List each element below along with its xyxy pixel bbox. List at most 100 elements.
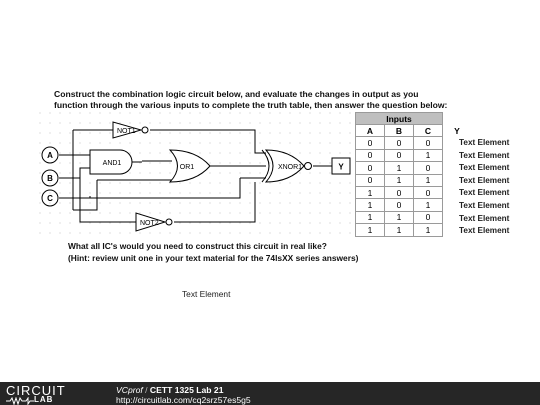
- question-line-1: What all IC's would you need to construc…: [68, 241, 327, 251]
- truth-table-cell: 1: [413, 223, 443, 237]
- grid-dot: [249, 202, 251, 204]
- grid-dot: [239, 232, 241, 234]
- truth-table-cell: 0: [384, 148, 414, 163]
- circuit-url[interactable]: http://circuitlab.com/cq2srz57es5g5: [116, 395, 251, 405]
- grid-dot: [209, 212, 211, 214]
- grid-dot: [169, 182, 171, 184]
- truth-table-cell: 1: [384, 161, 414, 175]
- grid-dot: [39, 182, 41, 184]
- grid-dot: [319, 182, 321, 184]
- grid-dot: [99, 112, 101, 114]
- grid-dot: [239, 152, 241, 154]
- text-element-item: Text Element: [459, 138, 510, 147]
- grid-dot: [79, 222, 81, 224]
- truth-table-cell: 0: [413, 210, 443, 225]
- grid-dot: [259, 122, 261, 124]
- grid-dot: [89, 222, 91, 224]
- grid-dot: [349, 182, 351, 184]
- grid-dot: [129, 212, 131, 214]
- grid-dot: [89, 192, 91, 194]
- grid-dot: [329, 212, 331, 214]
- truth-table-header-b: B: [384, 123, 414, 138]
- grid-dot: [119, 212, 121, 214]
- grid-dot: [139, 142, 141, 144]
- grid-dot: [69, 132, 71, 134]
- grid-dot: [99, 222, 101, 224]
- grid-dot: [309, 202, 311, 204]
- grid-dot: [229, 202, 231, 204]
- grid-dot: [219, 162, 221, 164]
- grid-dot: [299, 212, 301, 214]
- grid-dot: [269, 162, 271, 164]
- grid-dot: [219, 132, 221, 134]
- grid-dot: [189, 122, 191, 124]
- grid-dot: [49, 202, 51, 204]
- grid-dot: [89, 112, 91, 114]
- grid-dot: [229, 232, 231, 234]
- grid-dot: [189, 222, 191, 224]
- grid-dot: [99, 212, 101, 214]
- grid-dot: [199, 202, 201, 204]
- grid-dot: [169, 122, 171, 124]
- not1-gate: [112, 121, 149, 139]
- truth-table-header-c: C: [413, 123, 443, 138]
- grid-dot: [219, 212, 221, 214]
- grid-dot: [329, 202, 331, 204]
- free-text-element: Text Element: [182, 289, 231, 299]
- not2-label: NOT2: [140, 220, 159, 227]
- grid-dot: [69, 112, 71, 114]
- grid-dot: [309, 222, 311, 224]
- grid-dot: [249, 142, 251, 144]
- grid-dot: [129, 152, 131, 154]
- author-link[interactable]: VCprof: [116, 385, 143, 395]
- grid-dot: [209, 122, 211, 124]
- grid-dot: [279, 142, 281, 144]
- grid-dot: [209, 142, 211, 144]
- grid-dot: [89, 212, 91, 214]
- grid-dot: [149, 132, 151, 134]
- logo-waveform-icon: [6, 397, 34, 405]
- grid-dot: [279, 222, 281, 224]
- input-label-a: A: [47, 151, 53, 160]
- grid-dot: [249, 162, 251, 164]
- grid-dot: [219, 202, 221, 204]
- grid-dot: [349, 192, 351, 194]
- grid-dot: [319, 142, 321, 144]
- grid-dot: [219, 192, 221, 194]
- grid-dot: [189, 112, 191, 114]
- grid-dot: [189, 192, 191, 194]
- grid-dot: [269, 122, 271, 124]
- grid-dot: [49, 152, 51, 154]
- grid-dot: [129, 122, 131, 124]
- grid-dot: [319, 212, 321, 214]
- truth-table-cell: 0: [384, 185, 414, 200]
- grid-dot: [339, 122, 341, 124]
- or1-label: OR1: [180, 164, 195, 171]
- grid-dot: [269, 222, 271, 224]
- grid-dot: [269, 182, 271, 184]
- circuitlab-logo[interactable]: CIRCUIT LAB: [6, 383, 98, 405]
- grid-dot: [239, 122, 241, 124]
- grid-dot: [249, 152, 251, 154]
- grid-dot: [299, 132, 301, 134]
- grid-dot: [39, 122, 41, 124]
- grid-dot: [139, 122, 141, 124]
- grid-dot: [199, 112, 201, 114]
- truth-table-cell: 1: [355, 198, 385, 212]
- logo-top-text: CIRCUIT: [6, 383, 66, 398]
- grid-dot: [219, 152, 221, 154]
- grid-dot: [179, 222, 181, 224]
- grid-dot: [69, 122, 71, 124]
- output-label-y: Y: [338, 163, 344, 172]
- grid-dot: [309, 212, 311, 214]
- grid-dot: [319, 232, 321, 234]
- grid-dot: [329, 192, 331, 194]
- grid-dot: [229, 112, 231, 114]
- grid-dot: [49, 192, 51, 194]
- grid-dot: [339, 142, 341, 144]
- circuit-title[interactable]: CETT 1325 Lab 21: [149, 385, 224, 395]
- grid-dot: [89, 232, 91, 234]
- grid-dot: [199, 212, 201, 214]
